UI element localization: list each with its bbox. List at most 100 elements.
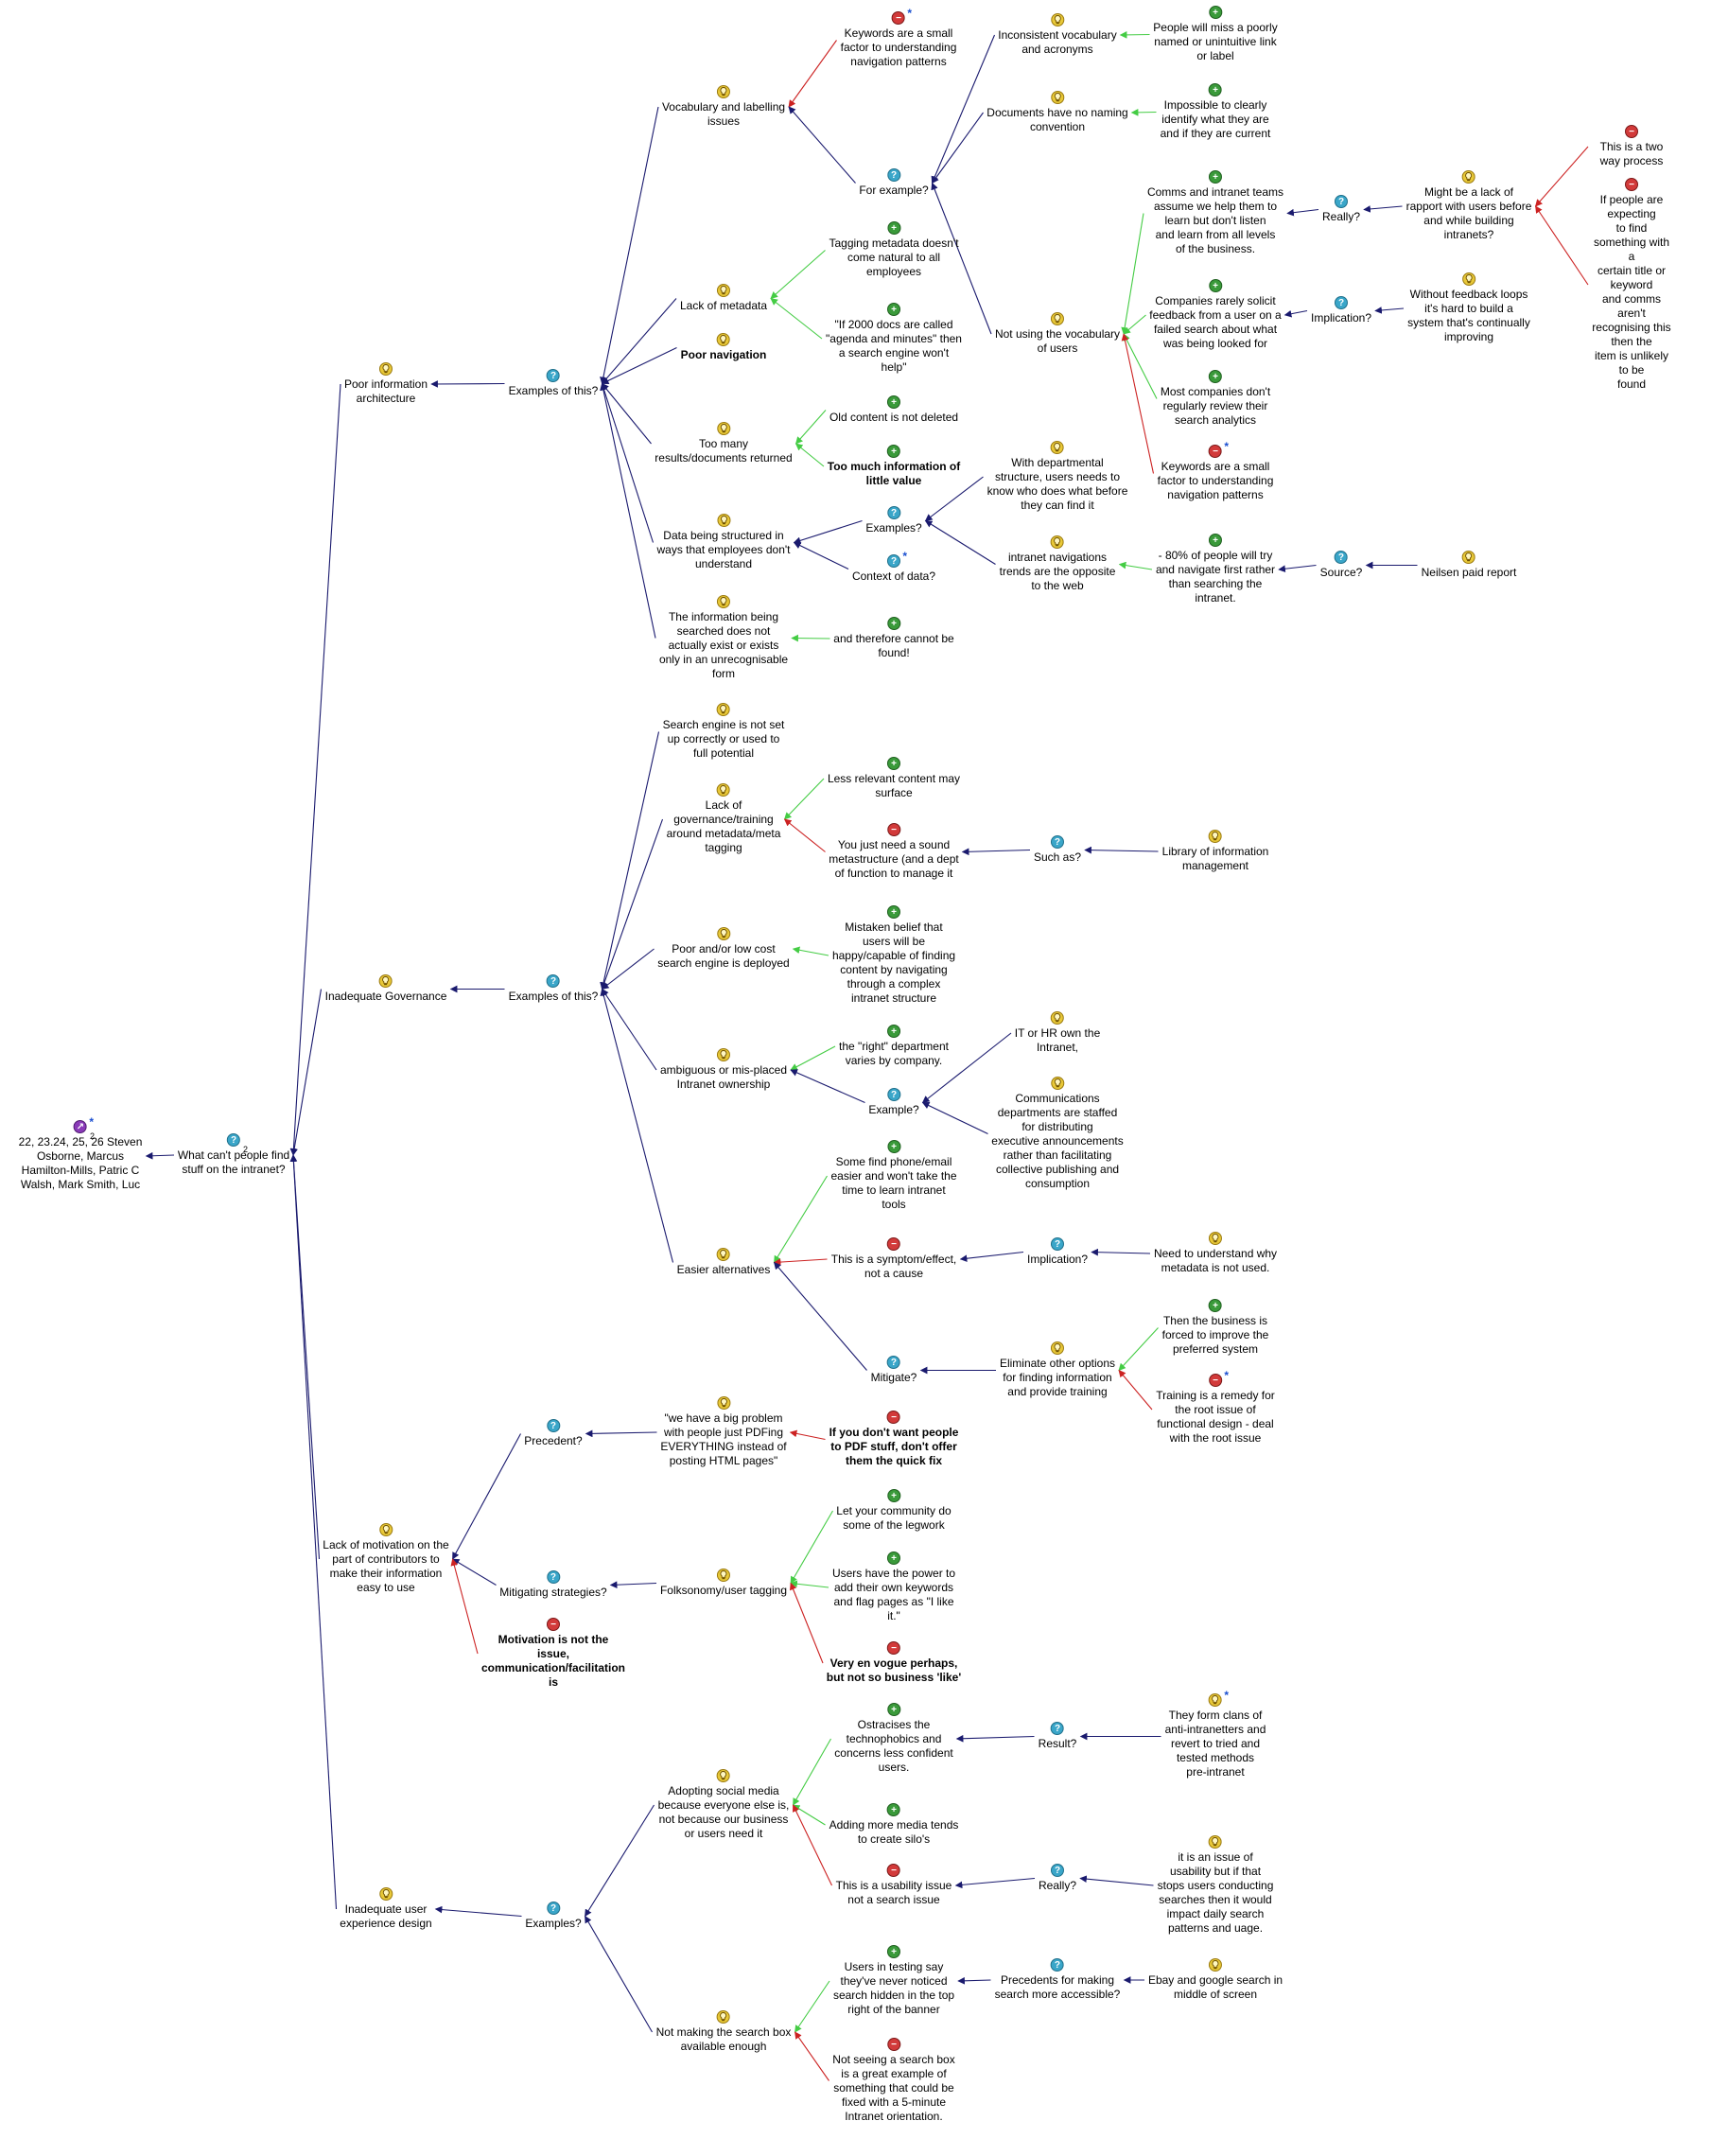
node-agenda[interactable]: +"If 2000 docs are called "agenda and mi…: [826, 303, 962, 375]
node-expect[interactable]: −If people are expecting to find somethi…: [1592, 178, 1671, 392]
node-mistaken[interactable]: +Mistaken belief that users will be happ…: [832, 905, 955, 1006]
node-power[interactable]: +Users have the power to add their own k…: [832, 1551, 955, 1623]
node-kw1[interactable]: −*Keywords are a small factor to underst…: [841, 7, 957, 69]
node-impl2[interactable]: ?Implication?: [1027, 1237, 1088, 1267]
node-lowcost[interactable]: Poor and/or low cost search engine is de…: [657, 927, 790, 971]
node-sound[interactable]: −You just need a sound metastructure (an…: [829, 823, 959, 881]
node-examples4[interactable]: ?Examples?: [525, 1902, 582, 1931]
node-comms[interactable]: +Comms and intranet teams assume we help…: [1147, 170, 1283, 256]
node-miss[interactable]: +People will miss a poorly named or unin…: [1153, 6, 1278, 63]
node-really1[interactable]: ?Really?: [1322, 195, 1360, 224]
node-pdfing[interactable]: "we have a big problem with people just …: [660, 1396, 787, 1468]
node-ex1[interactable]: ?Examples of this?: [509, 369, 598, 398]
node-label: Adopting social media because everyone e…: [657, 1784, 790, 1840]
node-impl1[interactable]: ?Implication?: [1311, 296, 1371, 325]
node-label: Keywords are a small factor to understan…: [1157, 460, 1274, 501]
link-forced-to-eliminate: [1118, 1327, 1159, 1372]
node-quickfix[interactable]: −If you don't want people to PDF stuff, …: [829, 1411, 958, 1468]
node-poornav[interactable]: Poor navigation: [681, 333, 766, 362]
link-legwork-to-folks: [790, 1510, 833, 1585]
node-easier[interactable]: Easier alternatives: [677, 1248, 770, 1277]
node-incon[interactable]: Inconsistent vocabulary and acronyms: [998, 13, 1117, 57]
node-infoexist[interactable]: The information being searched does not …: [659, 595, 788, 681]
node-forced[interactable]: +Then the business is forced to improve …: [1162, 1299, 1268, 1357]
node-searchset[interactable]: Search engine is not set up correctly or…: [663, 703, 784, 761]
node-therefore[interactable]: +and therefore cannot be found!: [833, 617, 954, 660]
node-legwork[interactable]: +Let your community do some of the legwo…: [836, 1489, 952, 1533]
node-docs[interactable]: Documents have no naming convention: [986, 91, 1128, 134]
node-twoway[interactable]: −This is a two way process: [1592, 125, 1671, 168]
node-symptom[interactable]: −This is a symptom/effect, not a cause: [831, 1237, 956, 1281]
node-remedy[interactable]: −*Training is a remedy for the root issu…: [1156, 1369, 1275, 1446]
node-label: Adding more media tends to create silo's: [829, 1818, 959, 1846]
node-notmaking[interactable]: Not making the search box available enou…: [656, 2010, 791, 2054]
node-adopt[interactable]: Adopting social media because everyone e…: [657, 1769, 790, 1841]
node-loops[interactable]: Without feedback loops it's hard to buil…: [1407, 272, 1530, 344]
node-lessrel[interactable]: +Less relevant content may surface: [828, 757, 960, 800]
node-commdept[interactable]: Communications departments are staffed f…: [991, 1077, 1124, 1191]
node-lackmeta[interactable]: Lack of metadata: [680, 284, 767, 313]
node-source[interactable]: ?Source?: [1320, 551, 1362, 580]
node-kw2[interactable]: −*Keywords are a small factor to underst…: [1157, 440, 1274, 502]
node-oldcont[interactable]: +Old content is not deleted: [829, 395, 958, 425]
node-ex3[interactable]: ?Examples of this?: [509, 974, 598, 1004]
node-really2[interactable]: ?Really?: [1039, 1864, 1076, 1893]
node-usab2[interactable]: it is an issue of usability but if that …: [1158, 1835, 1273, 1936]
idea-icon: [717, 783, 730, 797]
node-mitigate[interactable]: ?Mitigate?: [871, 1356, 917, 1385]
node-label: Examples?: [865, 521, 922, 535]
node-lackgov[interactable]: Lack of governance/training around metad…: [667, 783, 780, 855]
link-precedent-to-lackmot: [452, 1433, 521, 1560]
node-silos[interactable]: +Adding more media tends to create silo'…: [829, 1803, 959, 1847]
node-rapport[interactable]: Might be a lack of rapport with users be…: [1406, 170, 1531, 242]
node-rightdept[interactable]: +the "right" department varies by compan…: [839, 1025, 949, 1068]
node-datastruct[interactable]: Data being structured in ways that emplo…: [656, 514, 791, 571]
node-voc[interactable]: Vocabulary and labelling issues: [662, 85, 785, 129]
node-imposs[interactable]: +Impossible to clearly identify what the…: [1161, 83, 1270, 141]
node-context[interactable]: ?*Context of data?: [852, 550, 935, 584]
node-motnot[interactable]: −Motivation is not the issue, communicat…: [481, 1618, 625, 1690]
node-precedent[interactable]: ?Precedent?: [524, 1419, 583, 1448]
node-examples2[interactable]: ?Examples?: [865, 506, 922, 535]
node-notseeing[interactable]: −Not seeing a search box is a great exam…: [832, 2038, 955, 2124]
node-folks[interactable]: Folksonomy/user tagging: [660, 1569, 787, 1598]
node-usab[interactable]: −This is a usability issue not a search …: [836, 1864, 952, 1907]
node-pia[interactable]: Poor information architecture: [344, 362, 428, 406]
node-tagnat[interactable]: +Tagging metadata doesn't come natural t…: [829, 221, 959, 279]
node-ostra[interactable]: +Ostracises the technophobics and concer…: [834, 1703, 953, 1775]
node-itor[interactable]: IT or HR own the Intranet,: [1015, 1011, 1100, 1055]
node-neilsen[interactable]: Neilsen paid report: [1422, 551, 1516, 580]
node-needund[interactable]: Need to understand why metadata is not u…: [1154, 1232, 1277, 1275]
node-ebay[interactable]: Ebay and google search in middle of scre…: [1148, 1958, 1283, 2002]
node-analytics[interactable]: +Most companies don't regularly review t…: [1161, 370, 1270, 428]
node-label: the "right" department varies by company…: [839, 1040, 949, 1067]
node-suchas[interactable]: ?Such as?: [1034, 835, 1081, 865]
node-testing[interactable]: +Users in testing say they've never noti…: [833, 1945, 954, 2017]
node-trends[interactable]: intranet navigations trends are the oppo…: [1000, 535, 1115, 593]
node-eliminate[interactable]: Eliminate other options for finding info…: [1000, 1341, 1115, 1399]
node-ambig[interactable]: ambiguous or mis-placed Intranet ownersh…: [660, 1048, 787, 1092]
node-dept[interactable]: With departmental structure, users needs…: [987, 441, 1127, 513]
node-notvoc[interactable]: Not using the vocabulary of users: [995, 312, 1120, 356]
node-solicit[interactable]: +Companies rarely solicit feedback from …: [1149, 279, 1282, 351]
node-toomuch[interactable]: +Too much information of little value: [828, 445, 960, 488]
node-forex[interactable]: ?For example?: [859, 168, 929, 198]
node-precmaking[interactable]: ?Precedents for making search more acces…: [995, 1958, 1120, 2002]
node-library[interactable]: Library of information management: [1162, 830, 1268, 873]
link-easier-to-ex3: [600, 988, 674, 1263]
node-lackmot[interactable]: Lack of motivation on the part of contri…: [323, 1523, 449, 1595]
node-example3[interactable]: ?Example?: [868, 1088, 919, 1117]
node-phone[interactable]: +Some find phone/email easier and won't …: [830, 1140, 957, 1212]
node-mitstrat[interactable]: ?Mitigating strategies?: [499, 1570, 607, 1600]
node-clans[interactable]: *They form clans of anti-intranetters an…: [1165, 1689, 1266, 1779]
node-inadgov[interactable]: Inadequate Governance: [325, 974, 446, 1004]
node-eighty[interactable]: +- 80% of people will try and navigate f…: [1156, 534, 1275, 605]
node-toomany[interactable]: Too many results/documents returned: [655, 422, 793, 465]
node-inadux[interactable]: Inadequate user experience design: [340, 1887, 432, 1931]
node-result[interactable]: ?Result?: [1039, 1722, 1076, 1751]
node-vogue[interactable]: −Very en vogue perhaps, but not so busin…: [827, 1641, 961, 1685]
link-incon-to-forex: [931, 34, 996, 184]
